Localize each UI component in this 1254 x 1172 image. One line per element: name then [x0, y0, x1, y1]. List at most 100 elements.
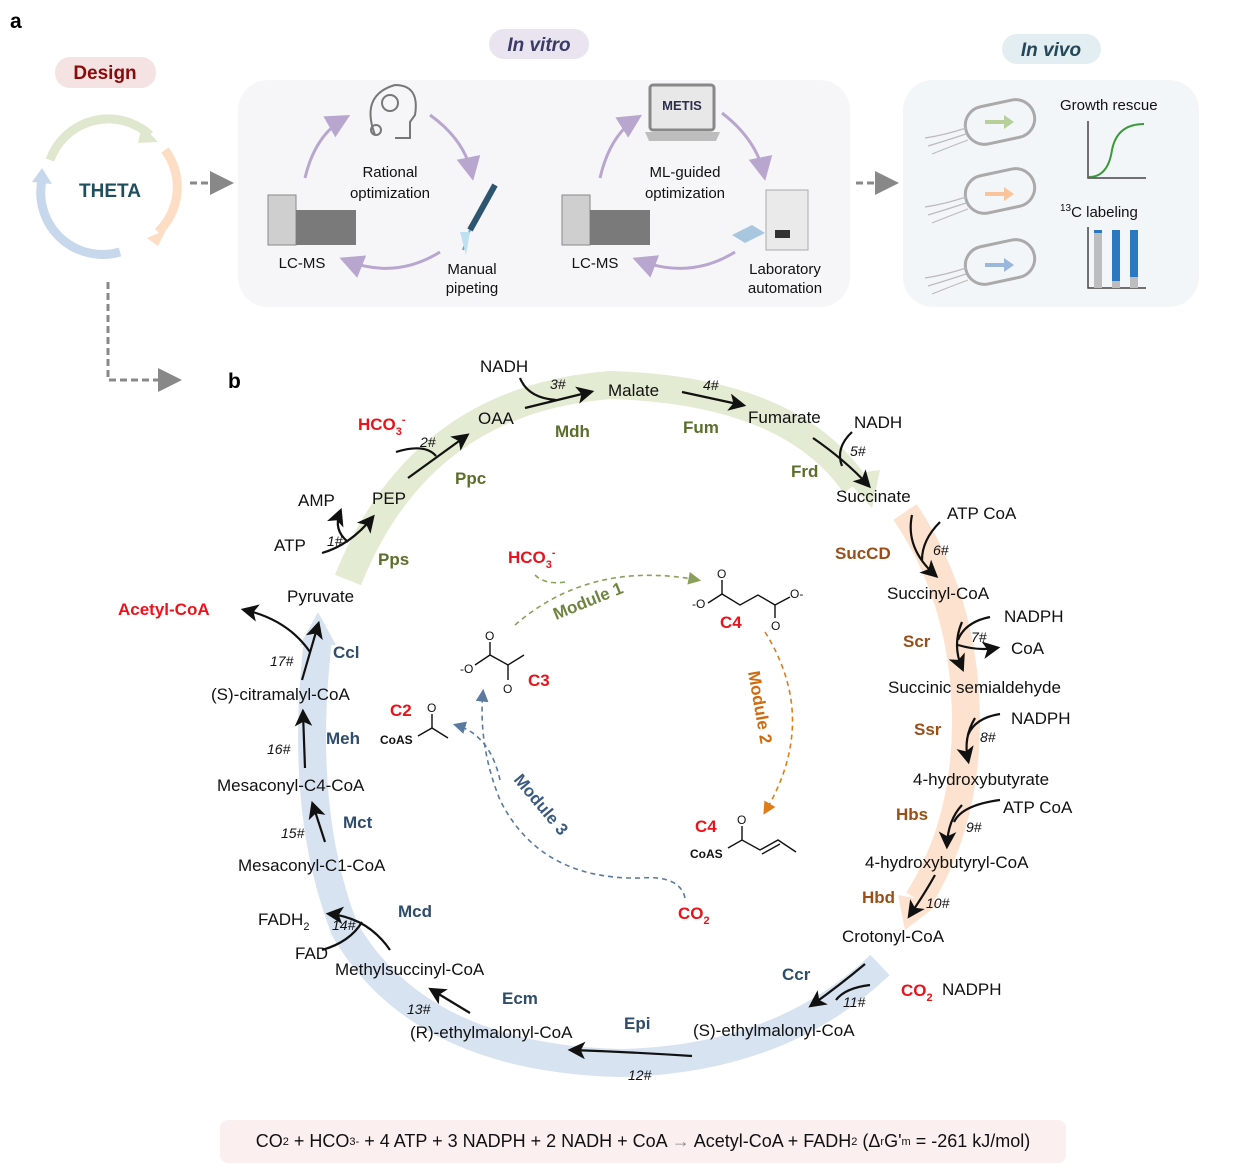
svg-text:O: O — [503, 682, 512, 696]
enzyme-frd: Frd — [791, 462, 818, 481]
ml-label-2: optimization — [645, 185, 725, 202]
fumarate-label: Fumarate — [748, 408, 821, 427]
rational-label-1: Rational — [362, 164, 417, 181]
crotonyl-coa-label: Crotonyl-CoA — [842, 927, 945, 946]
enzyme-ppc: Ppc — [455, 469, 486, 488]
metis-label: METIS — [662, 98, 702, 113]
succinyl-coa-label: Succinyl-CoA — [887, 584, 990, 603]
citramalyl-coa-label: (S)-citramalyl-CoA — [211, 685, 351, 704]
nadh-label-3: NADH — [480, 357, 528, 376]
nadph-label-8: NADPH — [1011, 709, 1071, 728]
design-label: Design — [73, 63, 136, 84]
labeling-bar-plot — [1087, 227, 1146, 289]
oaa-label: OAA — [478, 409, 515, 428]
s-ethylmalonyl-coa-label: (S)-ethylmalonyl-CoA — [693, 1021, 855, 1040]
growth-rescue-label: Growth rescue — [1060, 97, 1158, 114]
laptop-icon — [645, 83, 720, 141]
module3-band — [298, 638, 890, 1078]
atp-coa-label-9: ATP CoA — [1003, 798, 1073, 817]
enzyme-epi: Epi — [624, 1014, 650, 1033]
svg-text:-O: -O — [692, 597, 705, 611]
step-6: 6# — [933, 542, 949, 558]
panel-a-label: a — [10, 10, 22, 33]
step-7: 7# — [971, 629, 987, 645]
labeling-label: 13C labeling — [1060, 203, 1138, 221]
svg-text:O: O — [717, 567, 726, 581]
svg-text:O: O — [771, 619, 780, 633]
nadph-label-11: NADPH — [942, 980, 1002, 999]
acetyl-coa-label: Acetyl-CoA — [118, 600, 210, 619]
co2-label: CO2 — [901, 981, 933, 1004]
enzyme-pps: Pps — [378, 550, 409, 569]
ml-label-1: ML-guided — [650, 164, 721, 181]
bacteria-icons — [924, 98, 1037, 295]
step-11: 11# — [843, 994, 866, 1010]
reaction-arrow-icon: → — [671, 1131, 690, 1151]
svg-text:CoAS: CoAS — [690, 847, 723, 861]
rational-cycle-arrows — [303, 111, 773, 278]
fad-label: FAD — [295, 944, 328, 963]
step-14: 14# — [332, 917, 356, 933]
pyruvate-structure: O -O O — [460, 629, 525, 696]
head-lightbulb-icon — [369, 83, 417, 139]
cofactor-labels: ATP AMP HCO3- NADH NADH ATP CoA NADPH Co… — [258, 357, 1073, 1004]
hydroxybutyryl-coa-label: 4-hydroxybutyryl-CoA — [865, 853, 1029, 872]
enzyme-labels: Pps Ppc Mdh Fum Frd SucCD Scr Ssr Hbs Hb… — [326, 418, 942, 1033]
lc-ms-instrument-icon — [267, 194, 650, 246]
step-16: 16# — [267, 741, 291, 757]
hco3-label: HCO3- — [358, 414, 406, 438]
r-ethylmalonyl-coa-label: (R)-ethylmalonyl-CoA — [410, 1023, 573, 1042]
module-arrows — [452, 571, 794, 899]
step-8: 8# — [980, 729, 996, 745]
panel-b-label: b — [228, 370, 241, 393]
module1-band — [335, 370, 867, 586]
enzyme-ccr: Ccr — [782, 965, 811, 984]
enzyme-meh: Meh — [326, 729, 360, 748]
enzyme-ccl: Ccl — [333, 643, 359, 662]
enzyme-mcd: Mcd — [398, 902, 432, 921]
atp-label: ATP — [274, 536, 306, 555]
step-15: 15# — [281, 825, 305, 841]
step-12: 12# — [628, 1067, 652, 1083]
module2-band — [893, 504, 981, 908]
design-pill — [55, 57, 156, 88]
lcms-label-2: LC-MS — [572, 255, 619, 272]
succinate-structure: O -O O O- — [692, 567, 803, 633]
manual-label-1: Manual — [447, 261, 496, 278]
step-5: 5# — [850, 443, 866, 459]
in-vivo-box — [903, 80, 1199, 307]
c3-label: C3 — [528, 671, 550, 690]
module-hco3-label: HCO3- — [508, 547, 556, 571]
enzyme-fum: Fum — [683, 418, 719, 437]
step-numbers: 1# 2# 3# 4# 5# 6# 7# 8# 9# 10# 11# 12# 1… — [267, 376, 996, 1083]
automation-label-2: automation — [748, 280, 822, 297]
in-vivo-pill — [1002, 34, 1101, 64]
nadph-label-7: NADPH — [1004, 607, 1064, 626]
malate-label: Malate — [608, 381, 659, 400]
enzyme-mdh: Mdh — [555, 422, 590, 441]
c4-bottom-label: C4 — [695, 817, 717, 836]
enzyme-succd: SucCD — [835, 544, 891, 563]
enzyme-mct: Mct — [343, 813, 373, 832]
svg-text:O: O — [427, 701, 436, 715]
coa-label-7: CoA — [1011, 639, 1045, 658]
crotonyl-coa-structure: O CoAS — [690, 813, 797, 861]
acetyl-coa-structure: O CoAS — [380, 701, 449, 747]
methylsuccinyl-coa-label: Methylsuccinyl-CoA — [335, 960, 485, 979]
theta-label: THETA — [79, 181, 141, 202]
step-4: 4# — [703, 377, 719, 393]
enzyme-ssr: Ssr — [914, 720, 942, 739]
svg-text:O: O — [737, 813, 746, 827]
amp-label: AMP — [298, 491, 335, 510]
metabolite-labels: Pyruvate PEP OAA Malate Fumarate Succina… — [118, 381, 1061, 1042]
module-co2-label: CO2 — [678, 904, 710, 927]
manual-label-2: pipeting — [446, 280, 499, 297]
growth-curve-plot — [1087, 121, 1146, 179]
in-vitro-label: In vitro — [507, 35, 570, 56]
svg-text:-O: -O — [460, 662, 473, 676]
nadh-label-5: NADH — [854, 413, 902, 432]
theta-cycle-icon — [32, 114, 182, 259]
reaction-arrows — [240, 377, 1001, 1060]
